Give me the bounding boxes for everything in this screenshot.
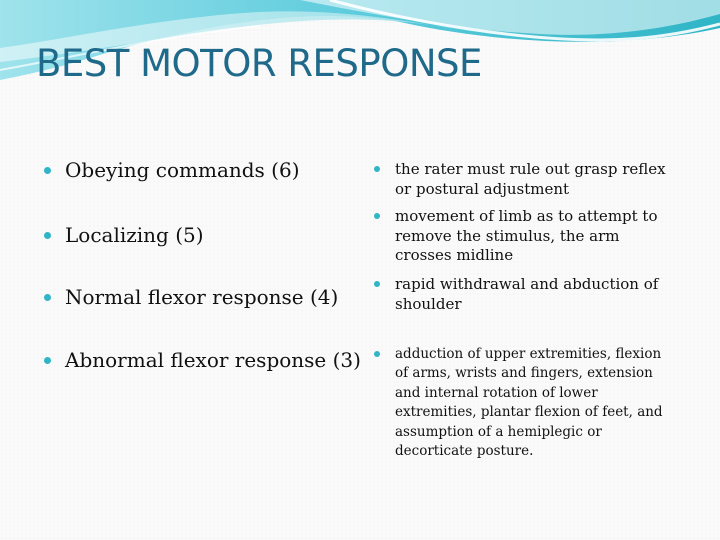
list-item-text: the rater must rule out grasp reflex or … [395, 160, 666, 199]
list-item-label: Obeying commands (6) [65, 158, 300, 182]
text-line: rapid withdrawal and abduction of [395, 275, 659, 293]
slide-title: BEST MOTOR RESPONSE [36, 42, 482, 85]
list-item-label: Abnormal flexor response (3) [65, 348, 361, 372]
header-wave-decoration [0, 0, 720, 80]
text-line: crosses midline [395, 246, 514, 264]
text-line: adduction of upper extremities, flexion [395, 346, 662, 362]
text-line: the rater must rule out grasp reflex [395, 160, 666, 178]
text-line: shoulder [395, 294, 462, 313]
text-line: extremities, plantar flexion of feet, an… [395, 404, 663, 421]
text-line: remove the stimulus, the arm [395, 226, 620, 245]
text-line: of arms, wrists and fingers, extension [395, 365, 653, 382]
bullet-icon [374, 351, 380, 357]
text-line: assumption of a hemiplegic or [395, 423, 602, 440]
bullet-icon [44, 167, 51, 174]
list-item-text: movement of limb as to attempt to remove… [395, 207, 658, 266]
text-line: and internal rotation of lower [395, 384, 598, 401]
bullet-icon [44, 232, 51, 239]
list-item-label: Localizing (5) [65, 223, 204, 247]
bullet-icon [374, 166, 380, 172]
list-item-text: adduction of upper extremities, flexion … [395, 345, 663, 461]
list-item-label: Normal flexor response (4) [65, 285, 339, 309]
bullet-icon [374, 281, 380, 287]
text-line: or postural adjustment [395, 179, 570, 198]
bullet-icon [44, 294, 51, 301]
bullet-icon [44, 357, 51, 364]
text-line: movement of limb as to attempt to [395, 207, 658, 225]
text-line: decorticate posture. [395, 443, 534, 460]
list-item-text: rapid withdrawal and abduction of should… [395, 275, 658, 314]
bullet-icon [374, 213, 380, 219]
